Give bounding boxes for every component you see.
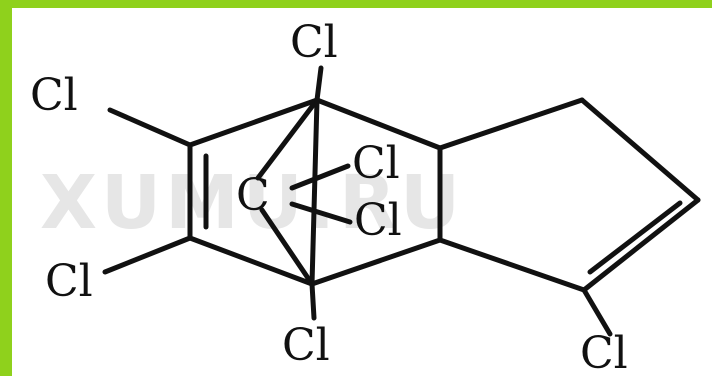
atom-cl-lower-right: Cl <box>580 328 628 376</box>
atom-c-bridge: C <box>236 170 270 221</box>
bond-ctop-cbridge <box>255 97 320 181</box>
atom-cl-upper-left: Cl <box>30 70 78 121</box>
bond-cbridge-cl-upper <box>289 163 351 191</box>
bond-ctop-c3a <box>314 97 443 151</box>
bond-cbridge-cl-lower <box>289 201 353 225</box>
bond-cbot-cl <box>309 281 317 321</box>
atom-cl-bridge-carbon-1: Cl <box>352 138 400 189</box>
bond-cbot-c7a <box>309 237 443 287</box>
bond-ctop-cl <box>314 65 324 103</box>
bond-c1-c7a <box>437 237 587 293</box>
bond-c4-cbot <box>187 235 315 287</box>
atom-cl-lower-left: Cl <box>45 256 93 307</box>
bond-cbot-cbridge <box>259 207 315 287</box>
bond-c1-ctop <box>187 97 320 148</box>
bond-c1-cl <box>107 107 193 148</box>
green-border-left <box>0 0 12 376</box>
bond-c2-c1-inner <box>587 200 683 275</box>
atom-cl-bridge-bottom: Cl <box>282 320 330 371</box>
atom-labels: Cl Cl Cl C Cl Cl Cl Cl <box>30 17 628 376</box>
bond-c2-c1 <box>581 197 701 293</box>
bonds <box>102 65 701 337</box>
atom-cl-bridge-carbon-2: Cl <box>354 195 402 246</box>
bond-c3a-c3 <box>437 97 585 151</box>
green-border-top <box>0 0 712 8</box>
atom-cl-bridge-top: Cl <box>290 17 338 68</box>
bond-c4-cl <box>102 235 193 275</box>
watermark-text: XUMU.RU <box>40 160 464 246</box>
bond-c3-c2 <box>579 97 701 203</box>
bond-ctop-cbot-cross <box>309 97 320 287</box>
bond-c1-cl <box>581 287 613 337</box>
